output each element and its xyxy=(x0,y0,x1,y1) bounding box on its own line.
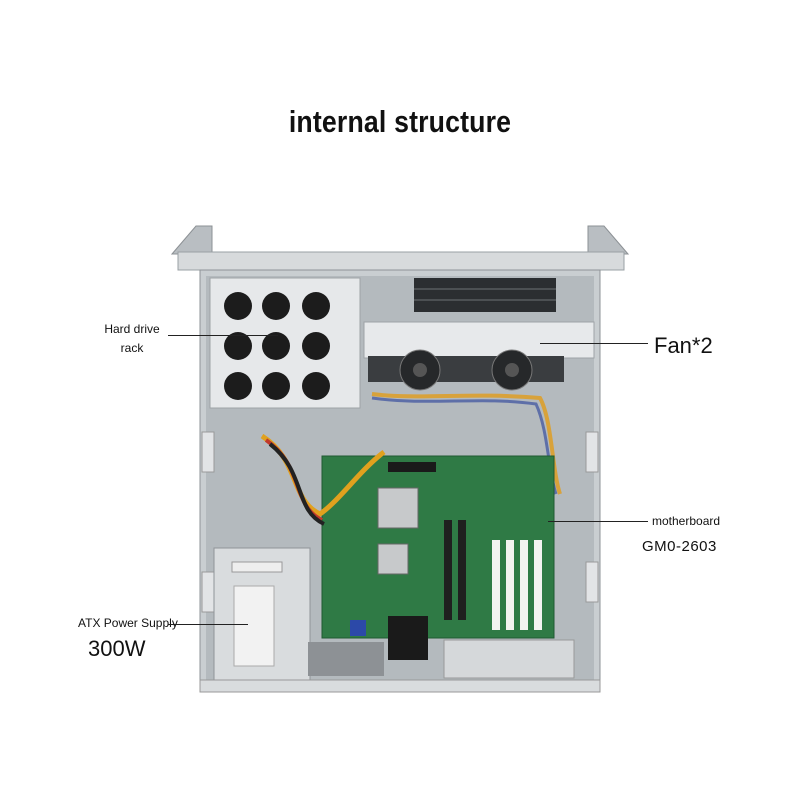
motherboard xyxy=(321,455,555,660)
hard-drive-rack xyxy=(209,277,361,409)
page-title: internal structure xyxy=(288,104,512,139)
fan-label: Fan*2 xyxy=(654,333,713,358)
psu-label: ATX Power Supply xyxy=(78,616,178,630)
hard-drive-label-line1: Hard drive xyxy=(104,322,160,336)
atx-power-supply xyxy=(213,547,311,681)
fan-leader-line xyxy=(540,343,648,344)
psu-wattage-label: 300W xyxy=(88,636,146,661)
motherboard-leader-line xyxy=(548,521,648,522)
hard-drive-leader-line xyxy=(168,335,278,336)
hard-drive-rack-label: Hard drive rack xyxy=(104,320,160,358)
motherboard-model-label: GM0-2603 xyxy=(642,538,717,555)
fan-assembly xyxy=(363,321,595,391)
hard-drive-label-line2: rack xyxy=(120,341,144,355)
psu-leader-line xyxy=(168,624,248,625)
motherboard-label: motherboard xyxy=(652,514,721,528)
